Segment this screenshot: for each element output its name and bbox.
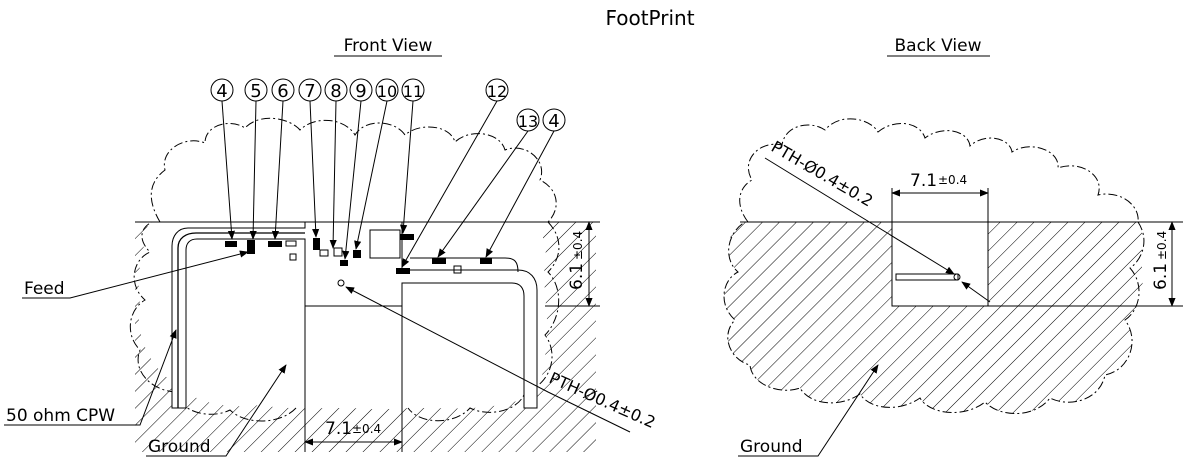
callout-10: 10 bbox=[354, 78, 399, 250]
back-view-heading: Back View bbox=[894, 36, 981, 56]
callout-7: 7 bbox=[298, 78, 322, 238]
front-components bbox=[225, 229, 492, 287]
back-width-dimension: 7.1 ±0.4 bbox=[891, 171, 989, 222]
front-keepout bbox=[171, 221, 538, 409]
svg-text:6.1: 6.1 bbox=[1151, 263, 1171, 290]
callout-5: 5 bbox=[244, 78, 268, 240]
svg-text:±0.4: ±0.4 bbox=[571, 231, 585, 260]
back-pth-label: PTH-Ø0.4±0.2 bbox=[768, 137, 876, 211]
callout-9: 9 bbox=[342, 78, 373, 260]
svg-text:5: 5 bbox=[250, 81, 261, 102]
svg-text:±0.4: ±0.4 bbox=[352, 422, 381, 436]
callout-8: 8 bbox=[324, 78, 348, 249]
back-keepout bbox=[891, 221, 989, 307]
callout-4a: 4 bbox=[210, 78, 236, 240]
back-ground-plane bbox=[723, 222, 1143, 414]
back-ground-label: Ground bbox=[740, 437, 803, 457]
back-height-dimension: 6.1 ±0.4 bbox=[988, 221, 1183, 307]
back-view: Back View 7.1 ±0.4 6.1 ±0.4 PTH-Ø0 bbox=[723, 36, 1183, 457]
front-width-dimension: 7.1 ±0.4 bbox=[304, 283, 403, 452]
front-height-dimension: 6.1 ±0.4 bbox=[545, 221, 600, 307]
callout-13: 13 bbox=[437, 108, 540, 258]
svg-text:12: 12 bbox=[487, 82, 507, 101]
callout-11: 11 bbox=[400, 78, 425, 234]
svg-text:4: 4 bbox=[216, 81, 227, 102]
svg-text:±0.4: ±0.4 bbox=[938, 173, 967, 187]
front-view: Front View bbox=[4, 36, 658, 457]
svg-text:±0.4: ±0.4 bbox=[1155, 231, 1169, 260]
feed-label: Feed bbox=[24, 279, 65, 299]
svg-text:6: 6 bbox=[277, 81, 288, 102]
svg-text:13: 13 bbox=[518, 112, 538, 131]
drawing-title: FootPrint bbox=[605, 6, 694, 30]
svg-text:10: 10 bbox=[377, 82, 397, 101]
svg-text:7: 7 bbox=[304, 81, 315, 102]
svg-text:11: 11 bbox=[403, 82, 423, 101]
svg-text:8: 8 bbox=[330, 81, 341, 102]
svg-text:7.1: 7.1 bbox=[325, 419, 352, 439]
callout-6: 6 bbox=[271, 78, 295, 240]
front-ground-label: Ground bbox=[148, 437, 211, 457]
callout-4b: 4 bbox=[485, 108, 566, 258]
cpw-label: 50 ohm CPW bbox=[6, 406, 115, 426]
svg-text:6.1: 6.1 bbox=[567, 263, 587, 290]
svg-text:7.1: 7.1 bbox=[910, 171, 937, 191]
svg-text:9: 9 bbox=[355, 81, 366, 102]
callout-12: 12 bbox=[401, 78, 509, 268]
front-view-heading: Front View bbox=[344, 36, 433, 56]
svg-text:4: 4 bbox=[548, 111, 559, 132]
